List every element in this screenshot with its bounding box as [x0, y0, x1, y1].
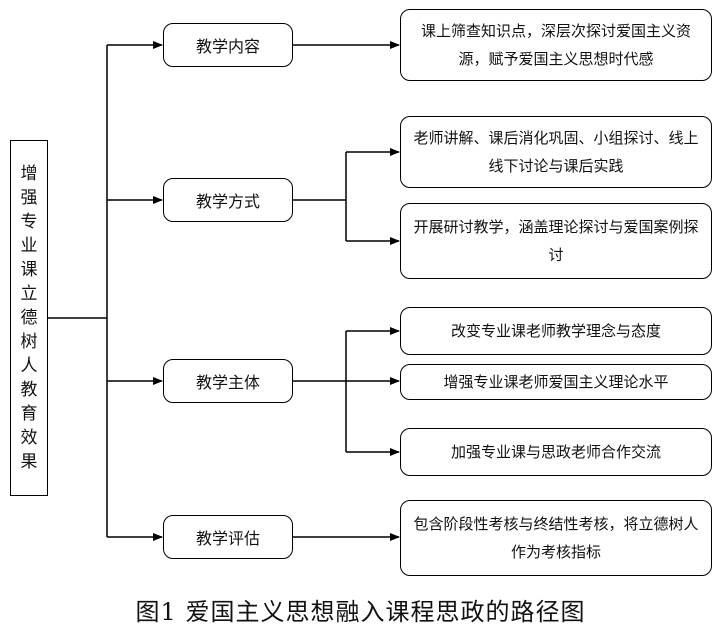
root-node-char: 德: [20, 308, 38, 328]
root-node-char: 育: [20, 404, 38, 424]
leaf-node-subject-1: 改变专业课老师教学理念与态度: [400, 307, 712, 355]
leaf-node-method-1: 老师讲解、课后消化巩固、小组探讨、线上线下讨论与课后实践: [400, 116, 712, 188]
root-node-char: 效: [20, 428, 38, 448]
root-node-char: 树: [20, 332, 38, 352]
leaf-node-content-1: 课上筛查知识点，深层次探讨爱国主义资源，赋予爱国主义思想时代感: [400, 9, 712, 81]
branch-node-teaching-content: 教学内容: [163, 23, 293, 67]
branch-node-teaching-subject: 教学主体: [163, 359, 293, 403]
root-node-char: 课: [20, 260, 38, 280]
root-node-char: 强: [20, 188, 38, 208]
root-node: 增 强 专 业 课 立 德 树 人 教 育 效 果: [10, 140, 48, 496]
branch-node-teaching-method: 教学方式: [163, 178, 293, 222]
branch-node-teaching-evaluation: 教学评估: [163, 515, 293, 559]
root-node-char: 人: [20, 356, 38, 376]
leaf-node-subject-2: 增强专业课老师爱国主义理论水平: [400, 364, 712, 400]
root-node-char: 增: [20, 164, 38, 184]
root-node-char: 专: [20, 212, 38, 232]
root-node-char: 教: [20, 380, 38, 400]
figure-caption: 图1 爱国主义思想融入课程思政的路径图: [135, 598, 586, 626]
leaf-node-subject-3: 加强专业课与思政老师合作交流: [400, 428, 712, 476]
leaf-node-evaluation-1: 包含阶段性考核与终结性考核，将立德树人作为考核指标: [400, 500, 712, 576]
root-node-char: 立: [20, 284, 38, 304]
root-node-char: 果: [20, 452, 38, 472]
root-node-char: 业: [20, 236, 38, 256]
leaf-node-method-2: 开展研讨教学，涵盖理论探讨与爱国案例探讨: [400, 203, 712, 279]
